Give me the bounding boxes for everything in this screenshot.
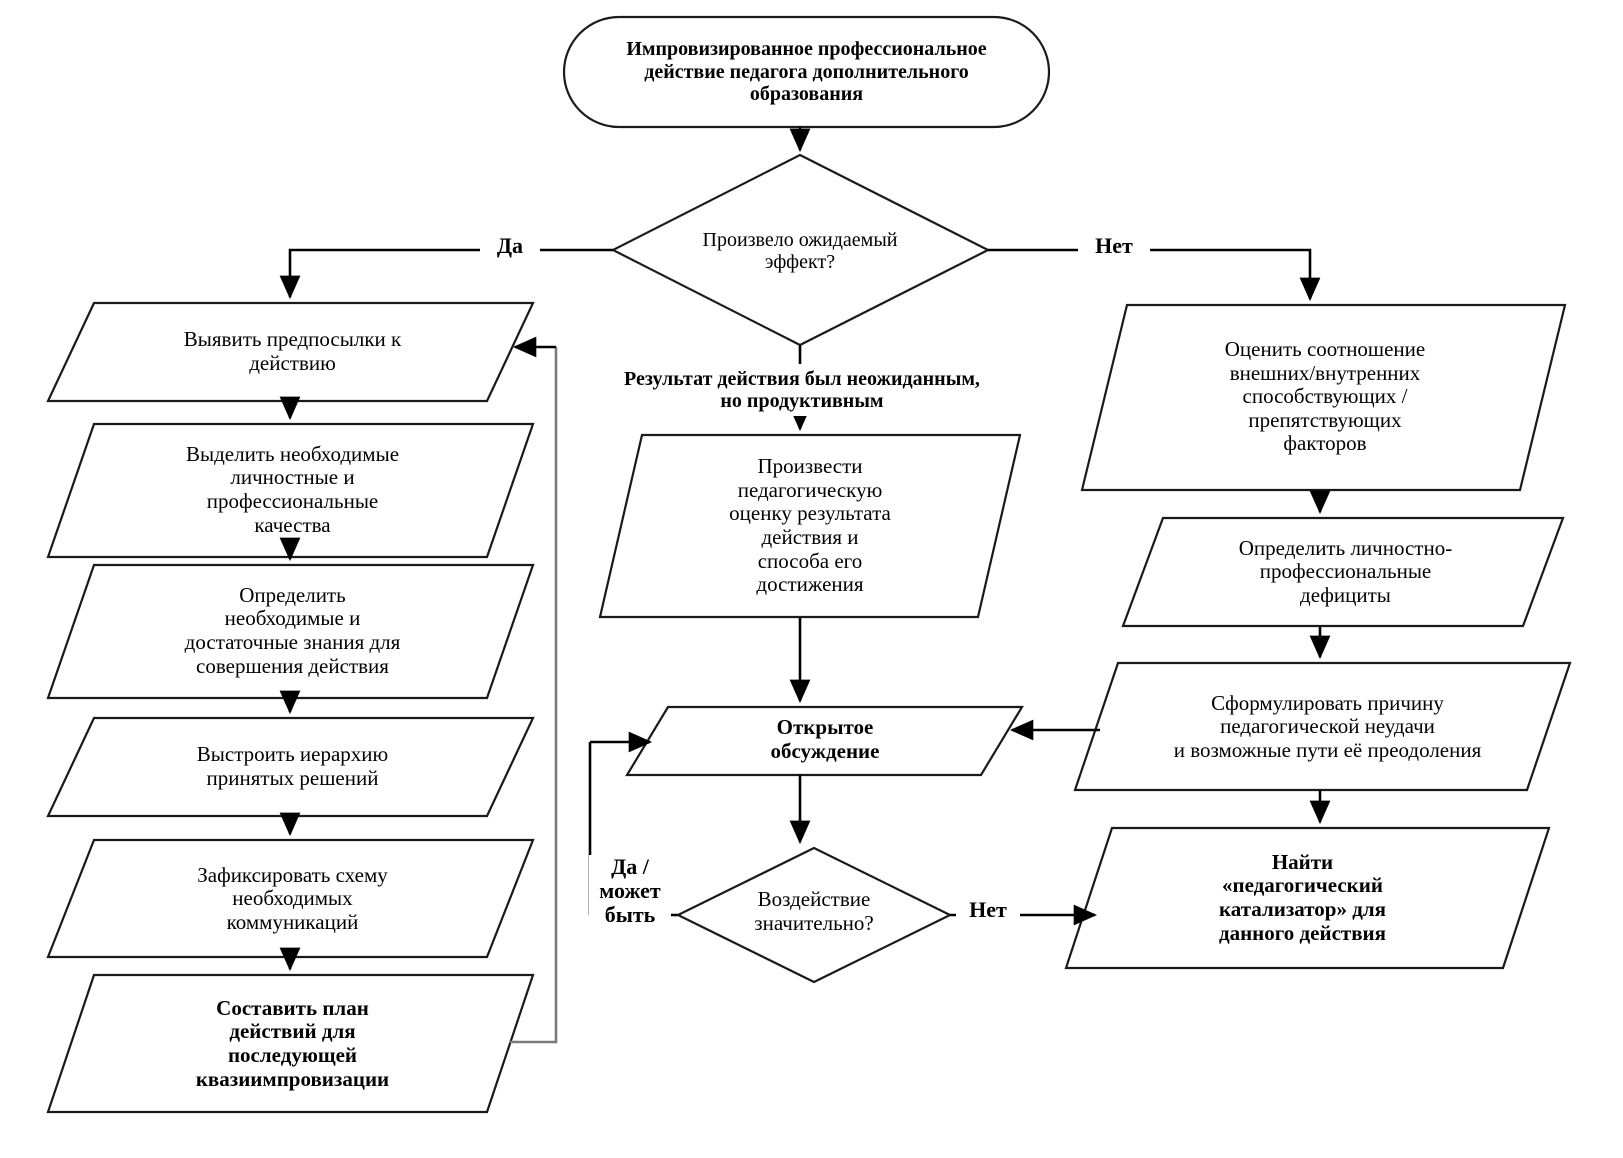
node-right-2[interactable] xyxy=(1121,516,1565,628)
edge-label-no-top: Нет xyxy=(1078,233,1150,259)
edge-yes-to-left xyxy=(279,248,613,300)
node-mid-1[interactable] xyxy=(598,433,1022,619)
node-right-4[interactable] xyxy=(1064,826,1551,970)
node-decision-impact[interactable] xyxy=(675,846,953,984)
edge-label-yes-top: Да xyxy=(480,233,540,259)
edge-label-no-bottom: Нет xyxy=(956,897,1020,923)
node-start[interactable] xyxy=(562,15,1051,129)
node-decision-effect[interactable] xyxy=(610,153,991,347)
node-left-2[interactable] xyxy=(46,422,535,559)
node-left-3[interactable] xyxy=(46,563,535,700)
node-left-5[interactable] xyxy=(46,838,535,959)
node-right-1[interactable] xyxy=(1080,303,1567,492)
node-left-4[interactable] xyxy=(46,716,535,818)
note-unexpected-but-productive: Результат действия был неожиданным, но п… xyxy=(582,364,1022,416)
edge-left6-loop-lower xyxy=(510,952,558,1044)
node-right-3[interactable] xyxy=(1073,661,1572,792)
node-left-6[interactable] xyxy=(46,973,535,1114)
node-left-1[interactable] xyxy=(46,301,535,403)
edge-label-yes-maybe: Да / может быть xyxy=(589,854,671,928)
node-mid-2[interactable] xyxy=(625,705,1024,777)
